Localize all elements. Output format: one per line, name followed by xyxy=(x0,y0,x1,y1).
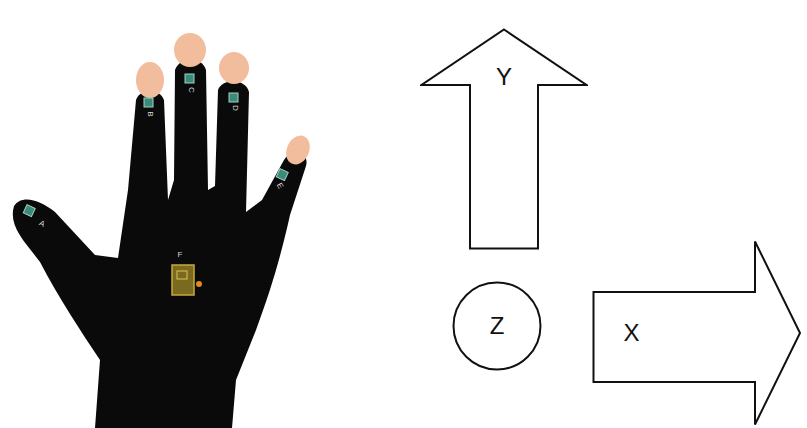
axis-circle: Z xyxy=(452,281,542,371)
axis-label: X xyxy=(624,321,640,345)
axis-label: Z xyxy=(490,314,505,338)
sensor-letter: D xyxy=(231,105,239,111)
axis-arrow: X xyxy=(592,240,802,426)
arrow-outline xyxy=(420,28,588,250)
sensor-letter: B xyxy=(146,111,154,116)
axis-label: Y xyxy=(496,65,512,89)
sensor-letter: F xyxy=(178,251,183,259)
axis-arrow: Y xyxy=(420,28,588,250)
sensor-letter: C xyxy=(187,87,195,93)
